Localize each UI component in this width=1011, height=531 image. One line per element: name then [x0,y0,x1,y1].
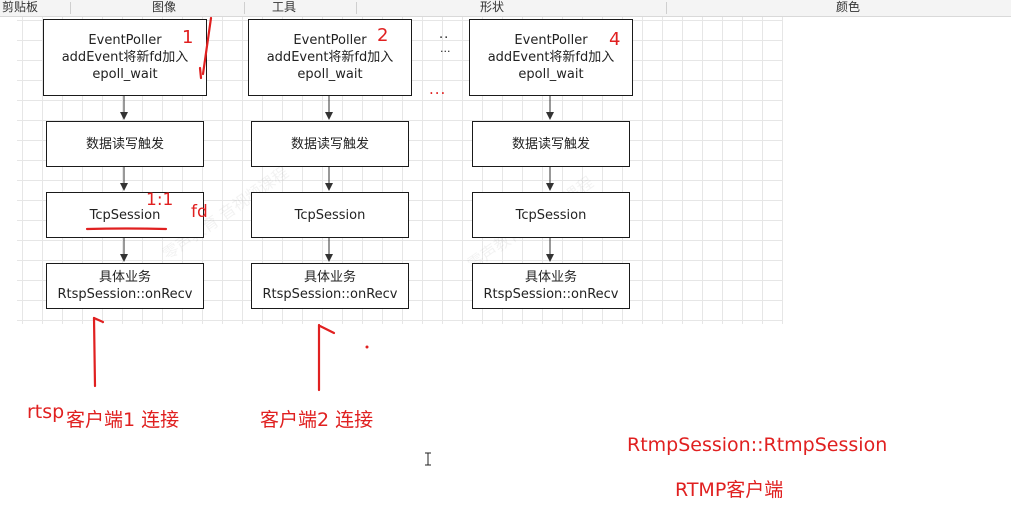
tcp-session-box-1[interactable]: TcpSession [46,192,204,238]
business-box-1[interactable]: 具体业务 RtspSession::onRecv [46,263,204,309]
event-poller-box-3[interactable]: EventPoller addEvent将新fd加入 epoll_wait [469,19,633,96]
ribbon-toolbar: 剪贴板 图像 工具 形状 颜色 [0,0,1011,17]
event-poller-title: EventPoller [88,33,162,48]
event-poller-box-2[interactable]: EventPoller addEvent将新fd加入 epoll_wait [248,19,412,96]
event-poller-title: EventPoller [293,33,367,48]
red-underline [85,227,168,231]
ellipsis-dots: .. [439,27,450,42]
red-stroke [198,66,203,80]
annotation-rtsp: rtsp [27,401,65,423]
event-poller-epoll-wait: epoll_wait [92,67,158,82]
red-stroke [201,16,213,76]
ribbon-group-tools[interactable]: 工具 [272,0,297,14]
annotation-num-4: 4 [609,29,621,50]
business-title: 具体业务 [303,270,356,285]
annotation-dots: ... [429,80,447,98]
business-handler: RtspSession::onRecv [57,287,193,302]
trigger-label: 数据读写触发 [85,136,164,152]
business-handler: RtspSession::onRecv [262,287,398,302]
annotation-ratio: 1:1 [146,190,174,210]
tcp-session-box-3[interactable]: TcpSession [472,192,630,238]
event-poller-add-event: addEvent将新fd加入 [487,50,615,65]
tcp-session-box-2[interactable]: TcpSession [251,192,409,238]
event-poller-add-event: addEvent将新fd加入 [61,50,189,65]
red-stroke [318,324,336,335]
business-handler: RtspSession::onRecv [483,287,619,302]
trigger-label: 数据读写触发 [511,136,590,152]
annotation-num-1: 1 [182,27,194,48]
annotation-rtmp-session: RtmpSession::RtmpSession [627,434,888,456]
tcp-session-label: TcpSession [294,207,366,223]
event-poller-box-1[interactable]: EventPoller addEvent将新fd加入 epoll_wait [43,19,207,96]
event-poller-epoll-wait: epoll_wait [297,67,363,82]
tcp-session-label: TcpSession [89,207,161,223]
trigger-box-1[interactable]: 数据读写触发 [46,121,204,167]
business-title: 具体业务 [524,270,577,285]
red-stroke [92,316,97,388]
trigger-label: 数据读写触发 [290,136,369,152]
annotation-client2: 客户端2 连接 [260,409,374,431]
ribbon-group-clipboard[interactable]: 剪贴板 [2,0,39,14]
ribbon-divider [70,2,71,14]
ribbon-divider [244,2,245,14]
ribbon-group-image[interactable]: 图像 [152,0,177,14]
ribbon-divider [666,2,667,14]
event-poller-title: EventPoller [514,33,588,48]
business-title: 具体业务 [98,270,151,285]
annotation-rtmp-client: RTMP客户端 [675,479,784,501]
annotation-fd: fd [191,202,208,222]
red-stroke [92,316,105,324]
text-cursor-icon [424,452,432,466]
business-box-2[interactable]: 具体业务 RtspSession::onRecv [251,263,409,309]
tcp-session-label: TcpSession [515,207,587,223]
trigger-box-3[interactable]: 数据读写触发 [472,121,630,167]
annotation-client1: 客户端1 连接 [66,409,180,431]
ribbon-group-colors[interactable]: 颜色 [836,0,861,14]
event-poller-epoll-wait: epoll_wait [518,67,584,82]
event-poller-add-event: addEvent将新fd加入 [266,50,394,65]
annotation-num-2: 2 [377,25,389,46]
ribbon-divider [356,2,357,14]
business-box-3[interactable]: 具体业务 RtspSession::onRecv [472,263,630,309]
red-dot [365,345,369,349]
trigger-box-2[interactable]: 数据读写触发 [251,121,409,167]
ellipsis-dots: ... [440,42,451,55]
ribbon-group-shapes[interactable]: 形状 [480,0,505,14]
